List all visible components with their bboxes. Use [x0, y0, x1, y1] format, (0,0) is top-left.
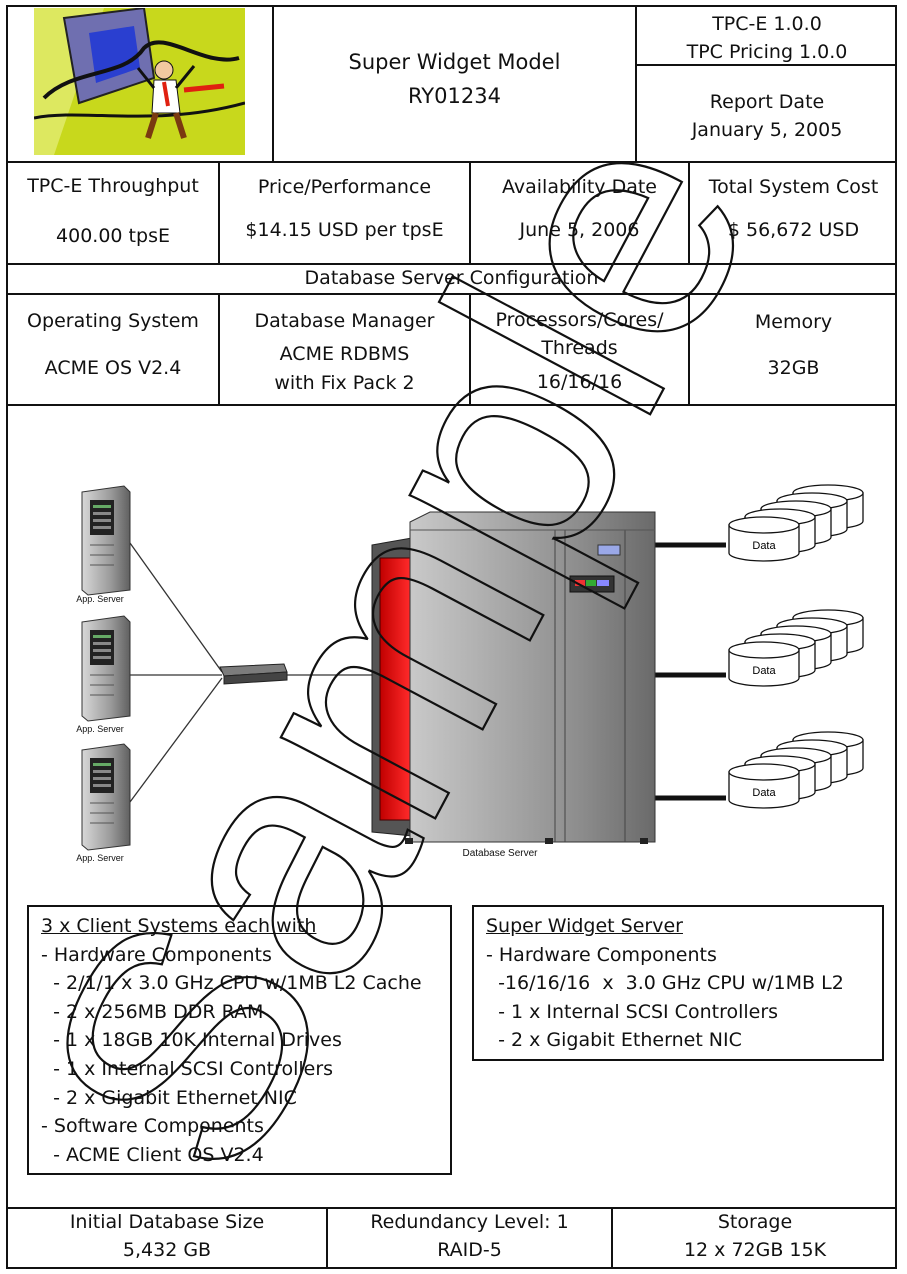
app-server-3	[81, 743, 131, 851]
server-line: - 2 x Gigabit Ethernet NIC	[486, 1029, 742, 1051]
pricing-version: TPC Pricing 1.0.0	[686, 41, 848, 63]
database-server	[371, 511, 656, 844]
report-frame	[6, 5, 897, 1269]
processors-label-line2: Threads	[541, 337, 618, 359]
redundancy-value: RAID-5	[437, 1239, 502, 1261]
dbm-value-line2: with Fix Pack 2	[274, 372, 415, 394]
client-line: - 2 x 256MB DDR RAM	[41, 1001, 264, 1023]
client-line: - Software Components	[41, 1115, 264, 1137]
storage-array-1: Data	[728, 484, 864, 562]
network-diagram: App. Server App. Server App. Server Data…	[76, 484, 864, 863]
data-label: Data	[752, 540, 776, 552]
price-performance-label: Price/Performance	[257, 176, 432, 198]
app-server-label-2: App. Server	[76, 724, 124, 734]
app-server-label-1: App. Server	[76, 594, 124, 604]
client-line: - ACME Client OS V2.4	[41, 1144, 264, 1166]
db-size-value: 5,432 GB	[122, 1239, 212, 1261]
processors-value: 16/16/16	[536, 371, 623, 393]
report-date-label: Report Date	[709, 91, 825, 113]
database-server-label: Database Server	[462, 848, 538, 859]
server-box-title: Super Widget Server	[486, 915, 683, 937]
disk-cylinder	[728, 524, 800, 562]
data-label: Data	[752, 787, 776, 799]
disk-cylinder	[728, 771, 800, 809]
dbm-value-line1: ACME RDBMS	[279, 343, 410, 365]
super-widget-server-box: Super Widget Server - Hardware Component…	[472, 905, 884, 1061]
config-header: Database Server Configuration	[304, 267, 599, 289]
storage-array-2: Data	[728, 609, 864, 687]
server-line: - Hardware Components	[486, 944, 717, 966]
header-title-line1: Super Widget Model	[348, 50, 561, 74]
disk-cylinder	[728, 649, 800, 687]
db-size-label: Initial Database Size	[69, 1211, 265, 1233]
availability-value: June 5, 2006	[519, 219, 640, 241]
memory-label: Memory	[754, 311, 833, 333]
header-logo	[33, 6, 246, 155]
total-cost-value: $ 56,672 USD	[727, 219, 860, 241]
os-label: Operating System	[27, 310, 199, 332]
network-switch	[219, 663, 288, 685]
client-line: - 1 x 18GB 10K Internal Drives	[41, 1029, 342, 1051]
disk-cylinder-top	[728, 516, 800, 534]
server-line: - 1 x Internal SCSI Controllers	[486, 1001, 779, 1023]
os-value: ACME OS V2.4	[44, 357, 182, 379]
throughput-label: TPC-E Throughput	[27, 175, 199, 197]
app-server-1	[81, 485, 131, 596]
client-systems-box: 3 x Client Systems each with - Hardware …	[27, 905, 452, 1175]
client-line: - 2/1/1 x 3.0 GHz CPU w/1MB L2 Cache	[41, 972, 422, 994]
availability-label: Availability Date	[501, 176, 657, 198]
disk-cylinder-top	[728, 641, 800, 659]
storage-label: Storage	[717, 1211, 793, 1233]
total-cost-label: Total System Cost	[708, 176, 879, 198]
app-server-label-3: App. Server	[76, 853, 124, 863]
storage-array-3: Data	[728, 731, 864, 809]
memory-value: 32GB	[767, 357, 820, 379]
server-line: -16/16/16 x 3.0 GHz CPU w/1MB L2	[486, 972, 844, 994]
client-line: - Hardware Components	[41, 944, 272, 966]
client-line: - 1 x Internal SCSI Controllers	[41, 1058, 334, 1080]
redundancy-label: Redundancy Level: 1	[370, 1211, 569, 1233]
header-title-line2: RY01234	[408, 84, 501, 108]
report-date: January 5, 2005	[691, 119, 843, 141]
spec-version: TPC-E 1.0.0	[712, 13, 822, 35]
processors-label-line1: Processors/Cores/	[495, 309, 664, 331]
app-server-2	[81, 615, 131, 722]
data-label: Data	[752, 665, 776, 677]
client-systems-title: 3 x Client Systems each with	[41, 915, 317, 937]
disk-cylinder-top	[728, 763, 800, 781]
dbm-label: Database Manager	[254, 310, 435, 332]
client-line: - 2 x Gigabit Ethernet NIC	[41, 1087, 297, 1109]
storage-value: 12 x 72GB 15K	[683, 1239, 827, 1261]
price-performance-value: $14.15 USD per tpsE	[245, 219, 444, 241]
throughput-value: 400.00 tpsE	[56, 225, 170, 247]
